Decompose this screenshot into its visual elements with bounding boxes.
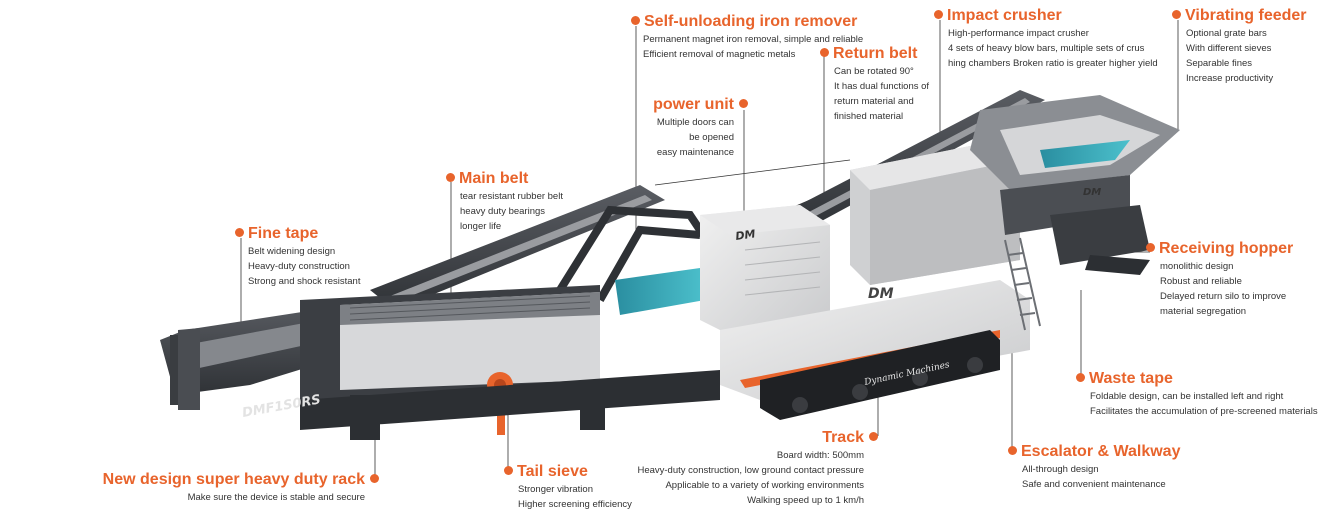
impact-crusher-line: hing chambers Broken ratio is greater hi…	[948, 58, 1158, 69]
callout-iron-remover: Self-unloading iron remover Permanent ma…	[631, 12, 863, 62]
marker-dot	[934, 9, 943, 19]
callout-main-belt: Main belt tear resistant rubber belt heav…	[446, 169, 563, 234]
tail-sieve-line: Stronger vibration	[518, 484, 593, 495]
return-belt-line: It has dual functions of	[834, 81, 930, 92]
power-unit-logo: DM	[735, 227, 757, 243]
leader-lines	[240, 20, 1179, 478]
main-belt-line: heavy duty bearings	[460, 206, 546, 217]
heavy-rack-line: Make sure the device is stable and secur…	[187, 492, 365, 503]
track-line: Walking speed up to 1 km/h	[747, 495, 864, 506]
marker-dot	[1146, 242, 1155, 252]
marker-dot	[1172, 9, 1181, 19]
power-unit-title: power unit	[653, 96, 734, 113]
tail-sieve-line: Higher screening efficiency	[518, 499, 632, 510]
marker-dot	[1076, 372, 1085, 382]
callout-impact-crusher: Impact crusher High-performance impact c…	[934, 6, 1158, 71]
power-unit-line: be opened	[689, 132, 734, 143]
crusher-logo: DM	[1083, 187, 1101, 198]
marker-dot	[869, 431, 878, 441]
escalator-line: All-through design	[1022, 464, 1099, 475]
impact-crusher-line: High-performance impact crusher	[948, 28, 1089, 39]
vibrating-feeder-line: Optional grate bars	[1186, 28, 1267, 39]
receiving-hopper-line: monolithic design	[1160, 261, 1234, 272]
main-belt-title: Main belt	[459, 170, 529, 187]
marker-dot	[370, 473, 379, 483]
return-belt-line: Can be rotated 90°	[834, 66, 914, 77]
track-line: Heavy-duty construction, low ground cont…	[637, 465, 864, 476]
power-unit-line: easy maintenance	[656, 147, 734, 158]
receiving-hopper-line: Robust and reliable	[1160, 276, 1242, 287]
return-belt-line: return material and	[834, 96, 914, 107]
fine-tape-line: Belt widening design	[248, 246, 336, 257]
vibrating-feeder-line: Increase productivity	[1186, 73, 1274, 84]
marker-dot	[235, 227, 244, 237]
fine-tape-line: Strong and shock resistant	[248, 276, 361, 287]
main-belt-line: longer life	[460, 221, 502, 232]
tail-sieve-title: Tail sieve	[517, 463, 588, 480]
callout-power-unit: power unit Multiple doors can be opened ea…	[653, 95, 748, 160]
receiving-hopper-line: material segregation	[1160, 306, 1247, 317]
impact-crusher-title: Impact crusher	[947, 7, 1062, 24]
callout-waste-tape: Waste tape Foldable design, can be insta…	[1076, 369, 1318, 419]
marker-dot	[446, 172, 455, 182]
marker-dot	[1008, 445, 1017, 455]
track-line: Board width: 500mm	[776, 450, 864, 461]
iron-remover-line: Efficient removal of magnetic metals	[643, 49, 796, 60]
receiving-hopper-line: Delayed return silo to improve	[1160, 291, 1287, 302]
return-belt-line: finished material	[834, 111, 904, 122]
iron-remover-title: Self-unloading iron remover	[644, 13, 858, 30]
power-unit-line: Multiple doors can	[656, 117, 734, 128]
marker-dot	[820, 47, 829, 57]
marker-dot	[739, 98, 748, 108]
waste-tape-title: Waste tape	[1089, 370, 1173, 387]
callout-return-belt: Return belt Can be rotated 90° It has dua…	[820, 44, 929, 124]
vibrating-feeder-line: With different sieves	[1186, 43, 1272, 54]
marker-dot	[504, 465, 513, 475]
body-logo: DM	[868, 286, 894, 302]
track-title: Track	[822, 429, 864, 446]
fine-tape-title: Fine tape	[248, 225, 319, 242]
vibrating-feeder-line: Separable fines	[1186, 58, 1253, 69]
escalator-title: Escalator & Walkway	[1021, 443, 1181, 460]
track-line: Applicable to a variety of working envir…	[665, 480, 864, 491]
vibrating-feeder-title: Vibrating feeder	[1185, 7, 1307, 24]
fine-tape-line: Heavy-duty construction	[248, 261, 350, 272]
main-belt-line: tear resistant rubber belt	[460, 191, 563, 202]
impact-crusher-line: 4 sets of heavy blow bars, multiple sets…	[948, 43, 1145, 54]
callout-heavy-rack: New design super heavy duty rack Make su…	[103, 470, 379, 505]
waste-tape-line: Facilitates the accumulation of pre-scre…	[1090, 406, 1318, 417]
return-belt-title: Return belt	[833, 45, 918, 62]
waste-tape-line: Foldable design, can be installed left a…	[1090, 391, 1284, 402]
heavy-rack-title: New design super heavy duty rack	[102, 471, 365, 488]
marker-dot	[631, 15, 640, 25]
receiving-hopper-title: Receiving hopper	[1159, 240, 1294, 257]
iron-remover-line: Permanent magnet iron removal, simple an…	[643, 34, 864, 45]
escalator-line: Safe and convenient maintenance	[1022, 479, 1166, 490]
